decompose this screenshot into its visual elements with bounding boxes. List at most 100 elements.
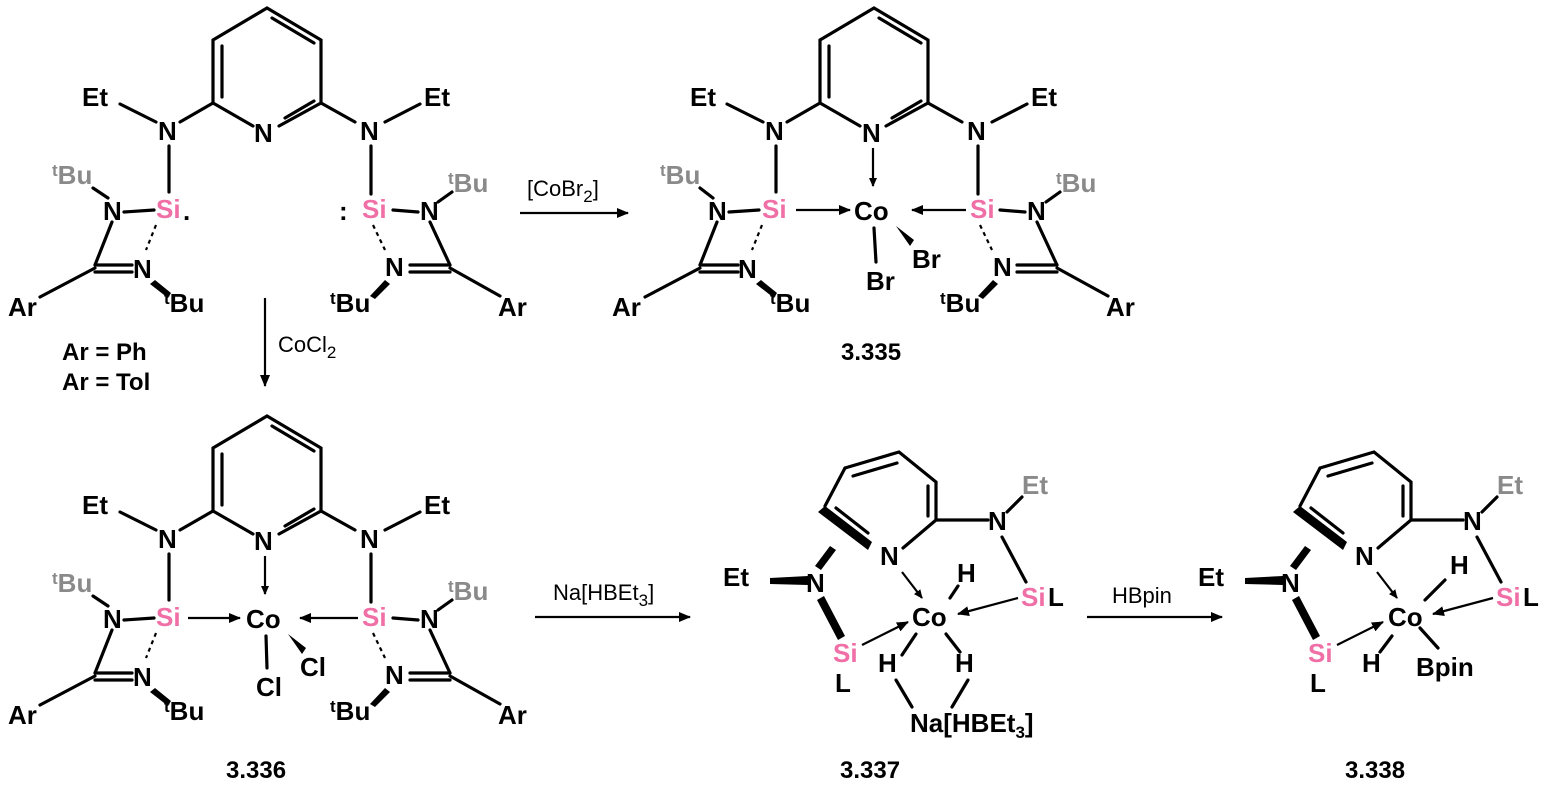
label-3-337: 3.337	[840, 757, 900, 784]
reagent-hbpin: HBpin	[1112, 583, 1172, 608]
svg-text:N: N	[967, 116, 986, 146]
svg-text:N: N	[1463, 506, 1482, 536]
si-left: Si	[156, 194, 181, 224]
amine-n-left: N	[158, 116, 177, 146]
label-3-335: 3.335	[841, 339, 901, 366]
svg-text:N: N	[1027, 196, 1046, 226]
svg-text:N: N	[993, 252, 1012, 282]
arrow-nahbet3: Na[HBEt3]	[535, 580, 691, 622]
compound-3-338: N N Et Si L Co H Et N Si L H Bpin	[1198, 450, 1539, 698]
svg-text:Et: Et	[1031, 82, 1057, 112]
svg-text:Si: Si	[1021, 582, 1046, 612]
svg-text:Si: Si	[362, 602, 387, 632]
svg-text:tBu: tBu	[164, 696, 204, 726]
ar-right: Ar	[498, 292, 527, 322]
svg-text:H: H	[1450, 550, 1469, 580]
svg-text:L: L	[1048, 582, 1064, 612]
svg-text:N: N	[103, 604, 122, 634]
svg-text:L: L	[1310, 668, 1326, 698]
svg-text:Si: Si	[156, 602, 181, 632]
compound-3-337: N N Et Si L Co H Et N Si L H H Na[HBEt3]	[723, 450, 1064, 742]
n-amidinate-left: N	[103, 196, 122, 226]
svg-text:H: H	[955, 648, 974, 678]
svg-text:N: N	[254, 526, 273, 556]
reagent-nahbet3: Na[HBEt3]	[553, 580, 654, 610]
svg-text:N: N	[862, 118, 881, 148]
arrow-cocl2: CoCl2	[260, 298, 336, 387]
svg-text:tBu: tBu	[940, 288, 980, 318]
svg-text:.: .	[183, 196, 190, 226]
reagent-cobr2: [CoBr2]	[527, 176, 599, 206]
svg-text:Si: Si	[833, 638, 858, 668]
svg-text:N: N	[133, 662, 152, 692]
svg-text:N: N	[806, 568, 825, 598]
tbu-left: tBu	[52, 160, 92, 190]
n-amidinate-right: N	[420, 196, 439, 226]
arrow-cobr2: [CoBr2]	[520, 176, 629, 218]
arrow-hbpin: HBpin	[1087, 583, 1223, 622]
cobalt-3-335: Co	[854, 196, 889, 226]
svg-text:Ar: Ar	[498, 700, 527, 730]
pyridine-n: N	[254, 118, 273, 148]
svg-text:tBu: tBu	[330, 696, 370, 726]
svg-text:L: L	[835, 668, 851, 698]
n-imine-right: N	[385, 252, 404, 282]
svg-text:tBu: tBu	[52, 568, 92, 598]
pyridine-ring	[211, 6, 323, 128]
n-imine-left: N	[133, 254, 152, 284]
svg-text:H: H	[957, 558, 976, 588]
svg-text:H: H	[878, 648, 897, 678]
tbu-right: tBu	[448, 168, 488, 198]
svg-text:N: N	[158, 524, 177, 554]
svg-text:Br: Br	[912, 244, 941, 274]
et-right: Et	[424, 82, 450, 112]
svg-text:Et: Et	[1497, 470, 1523, 500]
svg-text:Et: Et	[1198, 562, 1224, 592]
svg-text:Et: Et	[82, 490, 108, 520]
reagent-cocl2: CoCl2	[278, 332, 336, 362]
svg-text:Et: Et	[1022, 470, 1048, 500]
svg-text::: :	[339, 196, 348, 226]
cobalt-3-338: Co	[1388, 602, 1423, 632]
svg-text:tBu: tBu	[770, 288, 810, 318]
na-hbet3-bridge: Na[HBEt3]	[910, 708, 1034, 742]
svg-text:N: N	[1355, 541, 1374, 571]
svg-text:Br: Br	[866, 266, 895, 296]
cobalt-3-336: Co	[246, 604, 281, 634]
svg-text:Si: Si	[1496, 582, 1521, 612]
svg-text:Si: Si	[1308, 638, 1333, 668]
si-right: Si	[362, 194, 387, 224]
starting-ligand: N Et N Si . N tBu N Ar tBu Et N : Si N t…	[8, 6, 527, 322]
svg-text:Cl: Cl	[256, 672, 282, 702]
cobalt-3-337: Co	[912, 602, 947, 632]
svg-text:L: L	[1523, 582, 1539, 612]
et-left: Et	[82, 82, 108, 112]
svg-text:Si: Si	[762, 194, 787, 224]
svg-text:N: N	[880, 541, 899, 571]
svg-text:tBu: tBu	[448, 576, 488, 606]
svg-text:Et: Et	[723, 562, 749, 592]
svg-text:Et: Et	[690, 82, 716, 112]
svg-text:N: N	[420, 604, 439, 634]
tbu-left-imine: tBu	[164, 288, 204, 318]
svg-text:Ar: Ar	[612, 292, 641, 322]
label-3-338: 3.338	[1345, 757, 1405, 784]
svg-text:N: N	[765, 116, 784, 146]
svg-text:N: N	[988, 506, 1007, 536]
svg-text:N: N	[385, 660, 404, 690]
amine-n-right: N	[360, 116, 379, 146]
label-3-336: 3.336	[226, 757, 286, 784]
svg-text:N: N	[708, 196, 727, 226]
svg-text:Ar: Ar	[1106, 292, 1135, 322]
tbu-right-imine: tBu	[330, 288, 370, 318]
ar-legend-tol: Ar = Tol	[62, 369, 150, 396]
svg-text:H: H	[1362, 648, 1381, 678]
svg-text:Cl: Cl	[300, 652, 326, 682]
compound-3-336: N Et N Si N tBu N Ar tBu Co Cl Cl Et N S…	[8, 414, 527, 730]
svg-text:N: N	[1281, 568, 1300, 598]
svg-text:tBu: tBu	[660, 160, 700, 190]
ar-left: Ar	[8, 292, 37, 322]
compound-3-335: N Et N Si N tBu N Ar tBu Co Br Br Et N S…	[612, 6, 1135, 322]
svg-text:Si: Si	[970, 194, 995, 224]
